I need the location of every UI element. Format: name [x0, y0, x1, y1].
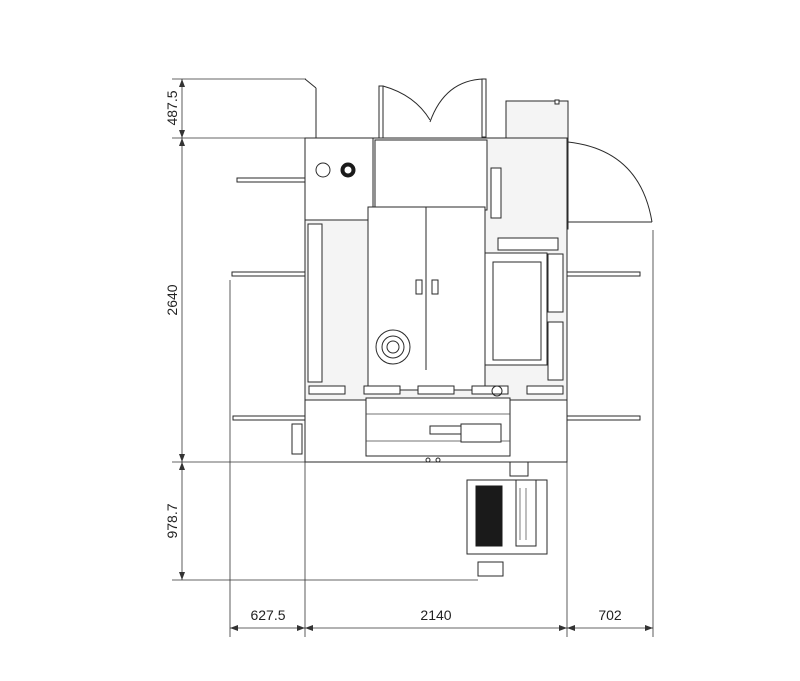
dim-left-extension: 627.5 [250, 607, 285, 623]
dim-machine-depth: 2640 [164, 284, 180, 315]
dim-machine-width: 2140 [420, 607, 451, 623]
dimension-lines [172, 78, 654, 637]
dim-top-door-swing: 487.5 [164, 90, 180, 125]
operator-console [466, 461, 548, 577]
dim-right-extension: 702 [598, 607, 622, 623]
side-shelves [231, 177, 641, 455]
machine-body [304, 137, 568, 463]
dim-operator-area: 978.7 [164, 503, 180, 538]
